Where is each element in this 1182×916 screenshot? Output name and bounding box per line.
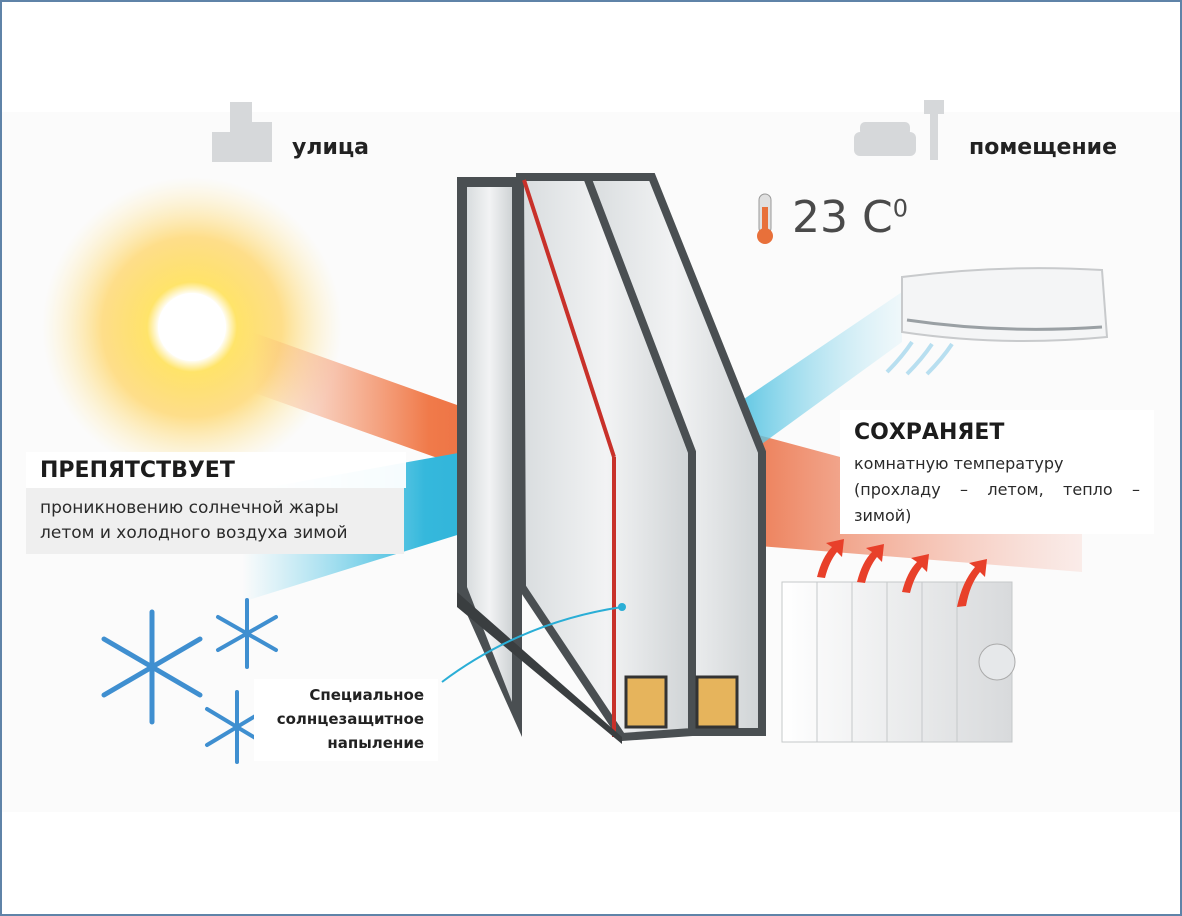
inside-label: помещение: [969, 135, 1117, 160]
keeps-line-2: (прохладу – летом, тепло –: [854, 480, 1140, 499]
prevents-title: ПРЕПЯТСТВУЕТ: [40, 458, 235, 483]
prevents-line-1: проникновению солнечной жары: [40, 498, 339, 518]
desiccant-spacer: [695, 675, 739, 729]
thermometer-icon: [757, 193, 773, 244]
outside-label: улица: [292, 135, 370, 160]
snowflake-icon: [216, 598, 278, 669]
keeps-line-1: комнатную температуру: [854, 454, 1064, 473]
triple-glazed-window: [441, 173, 766, 744]
snowflake-icon: [101, 609, 203, 725]
temperature-value: 23 C: [792, 192, 893, 243]
keeps-title: СОХРАНЯЕТ: [854, 420, 1005, 445]
prevents-description: проникновению солнечной жары летом и хол…: [26, 488, 404, 554]
prevents-title-box: ПРЕПЯТСТВУЕТ: [26, 452, 406, 488]
desiccant-spacer: [624, 675, 668, 729]
building-icon: [212, 102, 272, 162]
coating-label: Специальное солнцезащитное напыление: [254, 679, 438, 761]
keeps-line-3: зимой): [854, 506, 912, 525]
coating-line-3: напыление: [327, 734, 424, 752]
coating-line-2: солнцезащитное: [276, 710, 424, 728]
coating-pointer: [441, 606, 623, 683]
prevents-line-2: летом и холодного воздуха зимой: [40, 523, 348, 543]
heat-arrows-icon: [817, 539, 987, 607]
keeps-block: СОХРАНЯЕТ комнатную температуру (прохлад…: [840, 410, 1154, 534]
sofa-lamp-icon: [854, 100, 944, 160]
coating-line-1: Специальное: [309, 686, 424, 704]
radiator-icon: [781, 581, 1016, 743]
sun-icon: [158, 293, 226, 361]
temperature-readout: 23 C0: [792, 192, 908, 243]
cold-air-inside: [710, 292, 902, 462]
air-conditioner-icon: [885, 267, 1109, 376]
temperature-degree: 0: [892, 194, 908, 223]
